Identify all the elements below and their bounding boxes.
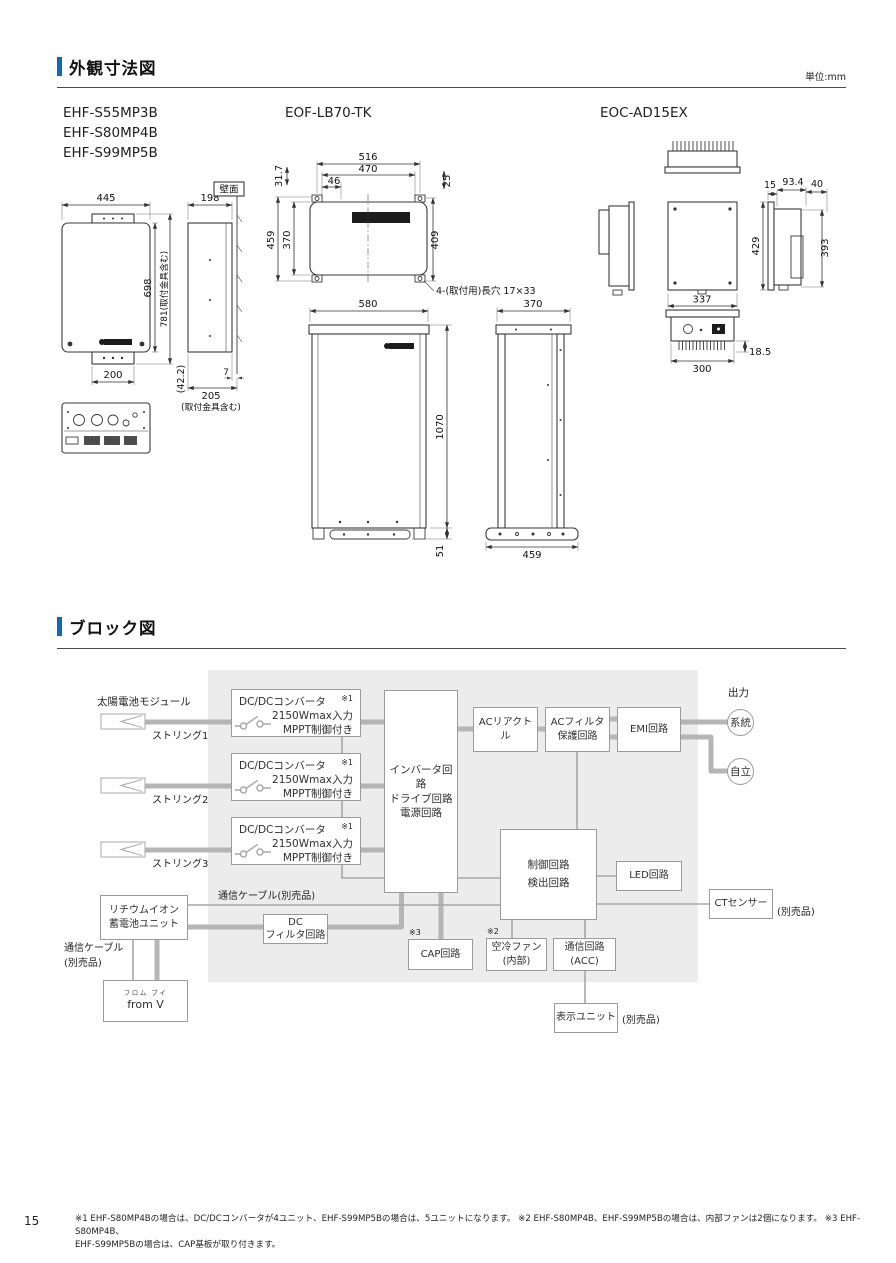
model-ehf-s55: EHF-S55MP3B xyxy=(63,105,158,121)
model-ehf-s80: EHF-S80MP4B xyxy=(63,125,158,141)
dim-393: 393 xyxy=(820,238,831,257)
string1-label: ストリング1 xyxy=(152,731,209,742)
string2-label: ストリング2 xyxy=(152,795,209,806)
dc-filter-block: DC フィルタ回路 xyxy=(263,914,328,944)
comm-circuit-block: 通信回路 (ACC) xyxy=(553,938,616,971)
battery-block: リチウムイオン 蓄電池ユニット xyxy=(100,895,188,940)
dim-46: 46 xyxy=(328,176,341,187)
dcdc-converter-3: DC/DCコンバータ※1 2150Wmax入力 MPPT制御付き xyxy=(231,817,361,865)
ehf-side-view: 198 壁面 7 205 (取付金具含む) xyxy=(181,181,245,413)
footnotes: ※1 EHF-S80MP4Bの場合は、DC/DCコンバータが4ユニット、EHF-… xyxy=(75,1213,870,1252)
dim-370s: 370 xyxy=(523,299,542,310)
section-accent-bar-2 xyxy=(57,617,62,636)
eoc-right-view: 15 93.4 40 429 393 xyxy=(751,177,831,291)
eof-side-view: 370 459 xyxy=(485,299,579,561)
dim-205-note: (取付金具含む) xyxy=(181,401,241,413)
cap-block: CAP回路 xyxy=(408,939,473,970)
emi-block: EMI回路 xyxy=(617,707,681,752)
display-note: (別売品) xyxy=(622,1015,660,1026)
dim-198: 198 xyxy=(200,193,219,204)
dim-205: 205 xyxy=(201,391,220,402)
dim-781: 781(取付金具含む) xyxy=(158,251,170,327)
eoc-front-view xyxy=(667,201,738,295)
dim-370: 370 xyxy=(282,230,293,249)
display-unit-block: 表示ユニット xyxy=(554,1003,618,1033)
dimension-section-title: 外観寸法図 xyxy=(69,59,157,78)
dim-40: 40 xyxy=(811,179,823,190)
page-number: 15 xyxy=(24,1214,40,1228)
fan-note: ※2 xyxy=(487,927,499,936)
dim-459: 459 xyxy=(266,230,277,249)
control-block: 制御回路 検出回路 xyxy=(500,829,597,920)
section-rule-2 xyxy=(57,648,846,649)
model-eof-lb70: EOF-LB70-TK xyxy=(285,105,372,121)
eoc-left-view xyxy=(598,201,635,296)
output-label: 出力 xyxy=(728,687,749,699)
pv-string-arrow-3 xyxy=(100,841,146,858)
dim-18-5: 18.5 xyxy=(749,347,771,358)
footnote-line-2: EHF-S99MP5Bの場合は、CAP基板が取り付きます。 xyxy=(75,1240,281,1250)
comm-cable-top-label: 通信ケーブル(別売品) xyxy=(218,891,316,902)
led-block: LED回路 xyxy=(616,861,682,891)
grid-output-terminal: 系統 xyxy=(727,709,754,736)
dim-31-7: 31.7 xyxy=(274,165,285,187)
standalone-output-terminal: 自立 xyxy=(727,758,754,785)
dim-580: 580 xyxy=(358,299,377,310)
ehf-front-view: 445 698 781(取付金具含む) 200 (42.2) xyxy=(61,193,187,394)
switch-icon xyxy=(235,715,271,730)
dim-429: 429 xyxy=(751,236,762,255)
ct-sensor-block: CTセンサー xyxy=(709,889,773,919)
string3-label: ストリング3 xyxy=(152,859,209,870)
dim-445: 445 xyxy=(96,193,115,204)
pv-string-arrow-2 xyxy=(100,777,146,794)
dim-409: 409 xyxy=(430,230,441,249)
dim-337: 337 xyxy=(692,295,711,306)
ehf-bottom-view xyxy=(61,402,151,454)
eoc-bottom-view: 337 18.5 300 xyxy=(665,293,771,375)
wall-label: 壁面 xyxy=(219,184,238,196)
footnote-line-1: ※1 EHF-S80MP4Bの場合は、DC/DCコンバータが4ユニット、EHF-… xyxy=(75,1214,861,1237)
dcdc-converter-2: DC/DCコンバータ※1 2150Wmax入力 MPPT制御付き xyxy=(231,753,361,801)
cap-note: ※3 xyxy=(409,928,421,937)
inverter-block: インバータ回路 ドライブ回路 電源回路 xyxy=(384,690,458,893)
dim-200: 200 xyxy=(103,370,122,381)
switch-icon xyxy=(235,779,271,794)
dim-25: 25 xyxy=(442,175,453,188)
dimension-drawings: 445 698 781(取付金具含む) 200 (42.2) 198 xyxy=(61,141,831,561)
dim-7: 7 xyxy=(223,368,229,378)
eof-front-view: 580 1070 51 xyxy=(308,299,452,558)
ct-note: (別売品) xyxy=(777,907,815,918)
section-accent-bar xyxy=(57,57,62,76)
model-list-left: EHF-S55MP3B EHF-S80MP4B EHF-S99MP5B xyxy=(63,103,158,163)
dim-698: 698 xyxy=(143,278,154,297)
fan-block: 空冷ファン (内部) xyxy=(486,938,547,971)
unit-label: 単位:mm xyxy=(805,72,846,83)
pv-module-label: 太陽電池モジュール xyxy=(97,696,191,708)
ac-reactor-block: ACリアクトル xyxy=(473,707,538,752)
section-rule xyxy=(57,87,846,88)
model-eoc-ad15ex: EOC-AD15EX xyxy=(600,105,688,121)
slot-note: 4-(取付用)長穴 17×33 xyxy=(436,285,536,297)
eoc-top-view xyxy=(664,141,741,174)
dim-1070: 1070 xyxy=(435,414,446,439)
dim-300: 300 xyxy=(692,364,711,375)
dim-51: 51 xyxy=(435,545,446,558)
model-ehf-s99: EHF-S99MP5B xyxy=(63,145,158,161)
dcdc-converter-1: DC/DCコンバータ※1 2150Wmax入力 MPPT制御付き xyxy=(231,689,361,737)
dim-459b: 459 xyxy=(522,550,541,561)
block-section-title: ブロック図 xyxy=(69,619,157,638)
from-v-block: フロム ブイ from V xyxy=(103,980,188,1022)
ac-filter-block: ACフィルタ 保護回路 xyxy=(545,707,610,752)
dim-470: 470 xyxy=(358,164,377,175)
dim-42-2: (42.2) xyxy=(176,365,187,394)
eof-top-view: 516 470 46 31.7 25 459 370 xyxy=(266,152,536,297)
switch-icon xyxy=(235,843,271,858)
pv-string-arrow-1 xyxy=(100,713,146,730)
comm-cable-left-label: 通信ケーブル (別売品) xyxy=(64,943,124,969)
dim-15: 15 xyxy=(764,180,776,191)
dim-516: 516 xyxy=(358,152,377,163)
dim-93-4: 93.4 xyxy=(782,177,803,188)
